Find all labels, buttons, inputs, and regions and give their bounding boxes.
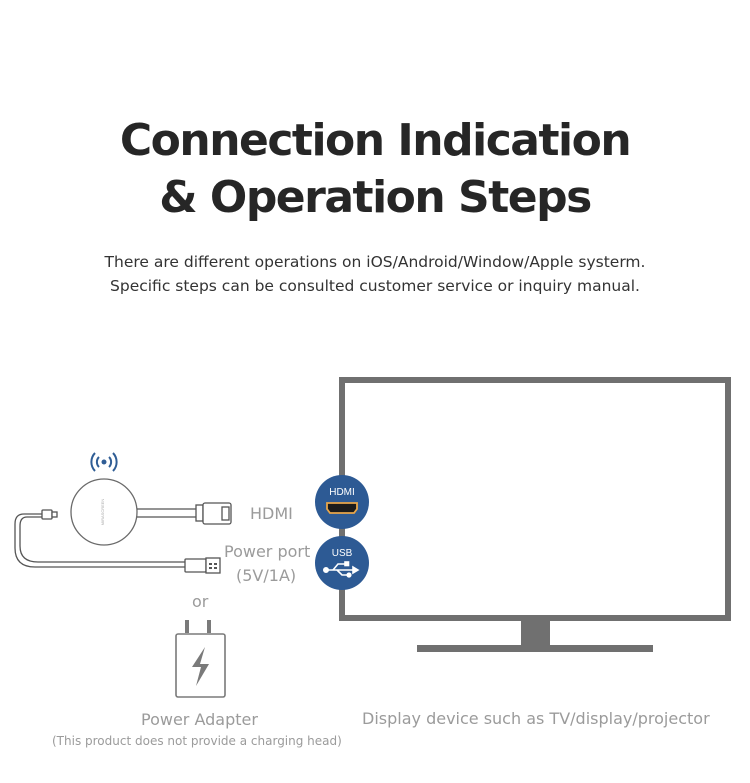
usb-badge-label: USB bbox=[332, 548, 353, 559]
description-line-2: Specific steps can be consulted customer… bbox=[110, 277, 640, 295]
display-device-label: Display device such as TV/display/projec… bbox=[362, 709, 710, 728]
power-adapter-label: Power Adapter bbox=[141, 710, 258, 729]
adapter-note: (This product does not provide a chargin… bbox=[52, 734, 342, 748]
hdmi-cable bbox=[137, 502, 232, 525]
or-label: or bbox=[192, 592, 209, 611]
usb-power-cable bbox=[14, 509, 221, 574]
heading-line-2: & Operation Steps bbox=[159, 172, 592, 223]
svg-text:MIRASCREEN: MIRASCREEN bbox=[100, 499, 105, 526]
hdmi-port-badge: HDMI bbox=[315, 475, 369, 529]
heading-line-1: Connection Indication bbox=[119, 115, 632, 166]
power-port-label: Power port bbox=[224, 542, 311, 561]
usb-symbol-icon bbox=[322, 561, 360, 578]
hdmi-badge-label: HDMI bbox=[329, 487, 355, 498]
hdmi-label: HDMI bbox=[250, 504, 293, 523]
description-line-1: There are different operations on iOS/An… bbox=[104, 253, 646, 271]
wireless-signal-icon bbox=[90, 452, 118, 472]
dongle-device bbox=[70, 478, 138, 546]
tv-display bbox=[339, 377, 731, 652]
power-adapter-icon bbox=[175, 620, 226, 698]
hdmi-port-icon bbox=[326, 502, 358, 514]
usb-port-badge: USB bbox=[315, 536, 369, 590]
power-spec-label: (5V/1A) bbox=[236, 566, 297, 585]
